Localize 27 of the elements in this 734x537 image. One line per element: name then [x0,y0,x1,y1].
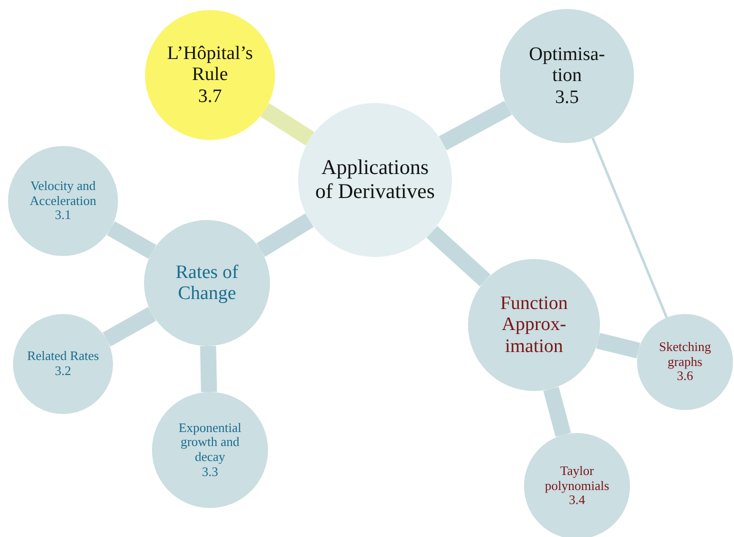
topic-label: Optimisa-tion [528,44,606,87]
branch-connector [106,221,156,259]
topic-label: Function Approx-imation [499,293,569,357]
topic-label: Velocity and Acceleration [28,179,98,208]
branch-connector [200,346,217,392]
section-number: 3.1 [54,208,72,223]
branch-connector [426,226,491,286]
topic-label: Rates of Change [174,262,240,304]
connector-line [591,137,668,318]
section-number: 3.6 [676,369,694,384]
branch-connector [543,386,572,437]
section-number: 3.7 [198,86,222,107]
branch-connector [596,332,640,358]
section-number: 3.4 [568,493,586,508]
branch-connector [438,100,512,150]
topic-label: Applications of Derivatives [315,156,435,204]
topic-label: Related Rates [27,349,99,364]
section-number: 3.5 [555,86,579,108]
branch-connector [256,213,314,257]
topic-label: Exponential growth and decay [178,420,242,465]
topic-label: Taylor polynomials [544,464,610,494]
section-number: 3.3 [202,464,218,480]
branch-connector [102,306,156,346]
section-number: 3.2 [54,364,72,379]
branch-connector [260,103,314,146]
topic-label: Sketching graphs [658,340,712,370]
topic-label: L’Hôpital’s Rule [166,43,254,86]
